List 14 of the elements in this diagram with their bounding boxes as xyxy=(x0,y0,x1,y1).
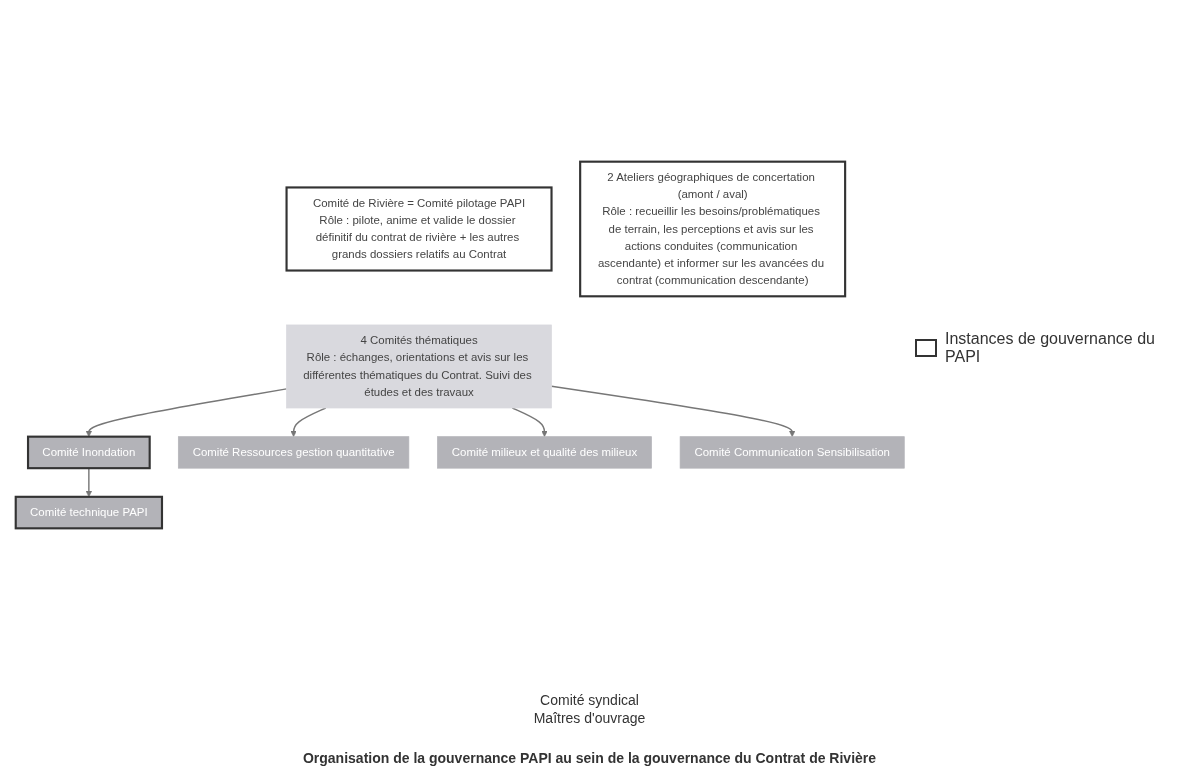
node-box: Comité Ressources gestion quantitative xyxy=(177,436,410,469)
arrow xyxy=(85,388,288,437)
node-box: Comité Communication Sensibilisation xyxy=(679,436,905,469)
legend-text: Instances de gouvernance du PAPI xyxy=(945,330,1156,366)
node-box: Comité technique PAPI xyxy=(14,495,164,530)
caption: Organisation de la gouvernance PAPI au sein de la gouvernance du Contrat de Rivière xyxy=(301,750,878,766)
note-text: Maîtres d'ouvrage xyxy=(532,710,647,726)
node-box: Comité de Rivière = Comité pilotage PAPI Rôle : pilote, anime et valide le dossier définitif du contrat de rivière + les autres grands dossiers relatifs au Contrat xyxy=(285,186,553,272)
node-box: Comité milieux et qualité des milieux xyxy=(437,436,652,469)
node-box: 4 Comités thématiques Rôle : échanges, orientations et avis sur les différentes thématiques du Contrat. Suivi des études et des travaux xyxy=(286,324,552,409)
arrow xyxy=(550,385,796,437)
node-box: 2 Ateliers géographiques de concertation (amont / aval) Rôle : recueillir les besoins/problématiques de terrain, les perceptions et avis sur les actions conduites (communication ascendante) et informer sur les avancées du contrat (communication descendante) xyxy=(579,160,847,298)
note-text: Comité syndical xyxy=(539,692,640,708)
node-box: Comité Inondation xyxy=(26,435,151,470)
